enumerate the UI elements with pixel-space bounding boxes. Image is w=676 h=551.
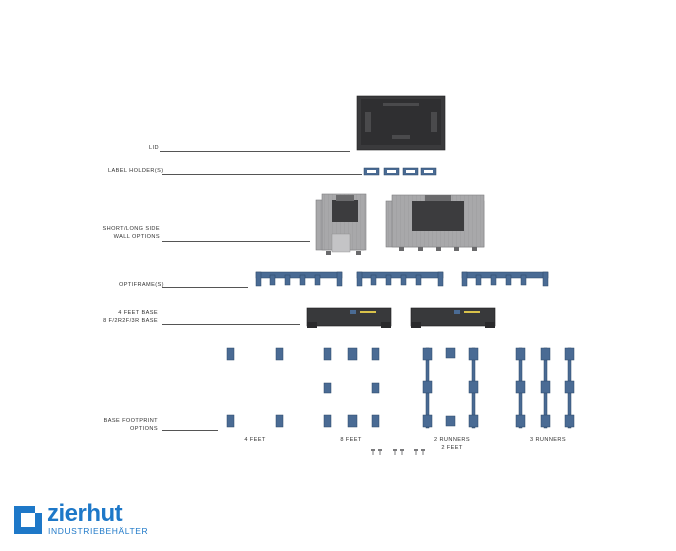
footprint-4-feet (226, 347, 284, 428)
brand-name: zierhut (47, 500, 123, 527)
label-base-2: 8 F/2R2F/3R BASE (103, 318, 158, 324)
label-holders-part (363, 167, 437, 176)
short-side-wall-part (315, 193, 367, 255)
base-8-feet-part (410, 307, 496, 328)
label-label-holders: LABEL HOLDER(S) (108, 168, 164, 174)
optiframe-part-1 (255, 271, 343, 287)
label-wall-options-2: WALL OPTIONS (113, 234, 160, 240)
lid-part (356, 95, 446, 151)
caption-2-runners: 2 RUNNERS (434, 437, 470, 443)
footprint-3-runners (515, 347, 575, 429)
base-4-feet-part (306, 307, 392, 328)
label-lid: LID (149, 145, 159, 151)
optiframe-part-3 (461, 271, 549, 287)
leader-optiframe (162, 287, 248, 288)
footprint-8-feet (323, 347, 380, 428)
leader-lid (160, 151, 350, 152)
zierhut-logo-icon (14, 506, 42, 534)
caption-3-runners: 3 RUNNERS (530, 437, 566, 443)
label-base-1: 4 FEET BASE (118, 310, 158, 316)
brand-tagline: INDUSTRIEBEHÄLTER (48, 526, 149, 536)
screws (371, 449, 425, 455)
caption-2-feet: 2 FEET (441, 445, 463, 451)
leader-wall-options (162, 241, 310, 242)
caption-8-feet: 8 FEET (340, 437, 362, 443)
caption-4-feet: 4 FEET (244, 437, 266, 443)
long-side-wall-part (385, 194, 485, 251)
leader-base (162, 324, 300, 325)
label-wall-options-1: SHORT/LONG SIDE (102, 226, 160, 232)
footprint-2-runners-2-feet (422, 347, 479, 429)
label-footprint-1: BASE FOOTPRINT (103, 418, 158, 424)
leader-footprint (162, 430, 218, 431)
optiframe-part-2 (356, 271, 444, 287)
leader-label-holders (162, 174, 362, 175)
label-footprint-2: OPTIONS (130, 426, 158, 432)
label-optiframe: OPTIFRAME(S) (119, 282, 164, 288)
